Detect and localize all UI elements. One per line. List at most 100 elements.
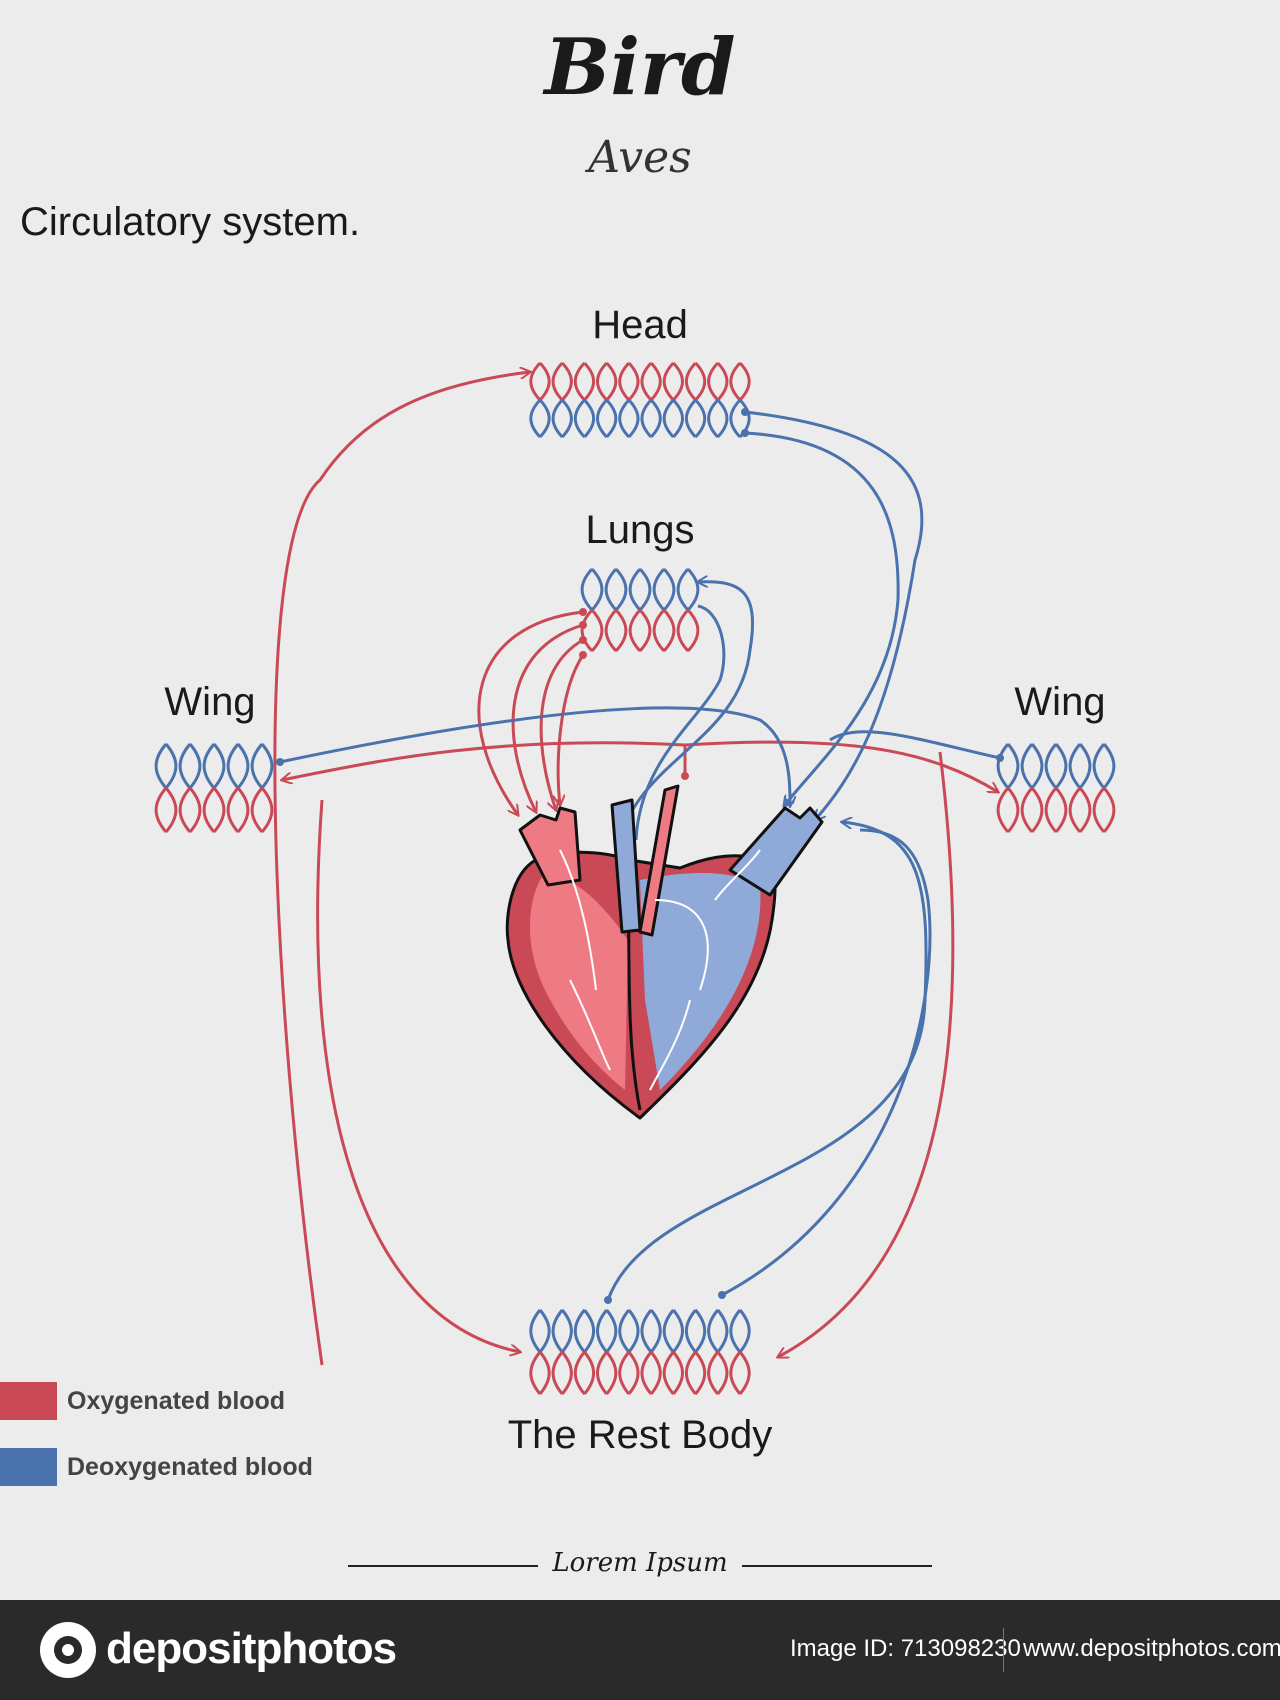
capillary-strand	[672, 361, 684, 402]
capillary-strand	[212, 743, 226, 789]
capillary-strand	[628, 608, 642, 653]
capillary-strand	[188, 743, 202, 789]
capillary-strand	[684, 1351, 697, 1395]
capillary-strand	[561, 361, 573, 402]
capillary-strand	[729, 1309, 742, 1353]
capillary-strand	[716, 1351, 729, 1395]
capillary-strand	[573, 361, 586, 402]
capillary-strand	[529, 1351, 542, 1395]
capillary-strand	[236, 787, 250, 833]
capillary-strand	[164, 787, 178, 833]
capillary-strand	[614, 608, 628, 653]
label-wing-left: Wing	[164, 680, 256, 724]
capillary-strand	[672, 1351, 684, 1395]
capillary-strand	[638, 608, 652, 653]
capillary-strand	[538, 361, 551, 402]
capillary-strand	[590, 567, 604, 612]
artery-to-right-wing	[684, 740, 998, 792]
capillary-strand	[1068, 743, 1082, 789]
capillary-strand	[729, 398, 742, 439]
legend-deoxygenated: Deoxygenated blood	[0, 1447, 313, 1487]
artery-to-body-right	[778, 751, 955, 1357]
legend-label-oxygenated: Oxygenated blood	[67, 1386, 286, 1415]
capillary-strand	[649, 398, 662, 439]
footer-line-left	[348, 1565, 538, 1567]
capillary-strand	[1092, 787, 1106, 833]
label-wing-right: Wing	[1014, 680, 1106, 724]
pulmonary-vein-3	[539, 638, 584, 810]
vein-from-head	[744, 410, 924, 820]
capillary-strand	[614, 567, 628, 612]
legend-oxygenated: Oxygenated blood	[0, 1381, 285, 1421]
aorta	[518, 806, 582, 887]
capillary-strand	[226, 743, 240, 789]
left-wing-capillaries	[154, 743, 274, 833]
watermark-bar: depositphotos Image ID: 713098230 www.de…	[0, 1600, 1280, 1700]
capillary-strand	[236, 743, 250, 789]
capillary-strand	[1102, 787, 1116, 833]
capillary-strand	[694, 361, 707, 402]
pulmonary-artery-2	[634, 604, 726, 841]
capillary-strand	[652, 608, 666, 653]
artery-to-body-left	[316, 799, 520, 1352]
right-wing-capillaries	[996, 743, 1116, 833]
capillary-strand	[1068, 787, 1082, 833]
capillary-strand	[596, 1351, 608, 1395]
capillary-strand	[538, 1309, 551, 1353]
footer-line-right	[742, 1565, 932, 1567]
capillary-strand	[627, 361, 640, 402]
capillary-strand	[583, 1351, 596, 1395]
head-capillaries	[529, 361, 751, 439]
capillary-strand	[662, 1351, 675, 1395]
capillary-strand	[640, 1309, 653, 1353]
capillary-strand	[676, 567, 690, 612]
capillary-strand	[662, 1309, 675, 1353]
capillary-strand	[996, 787, 1010, 833]
capillary-strand	[1006, 743, 1020, 789]
capillary-strand	[573, 1309, 586, 1353]
arch	[638, 784, 680, 937]
capillary-strand	[627, 398, 640, 439]
capillary-strand	[580, 608, 594, 653]
capillary-strand	[1030, 787, 1044, 833]
artery-to-left-wing	[282, 741, 687, 780]
capillary-strand	[604, 567, 618, 612]
capillary-strand	[649, 361, 662, 402]
capillary-strand	[154, 787, 168, 833]
capillary-strand	[716, 361, 729, 402]
capillary-strand	[573, 398, 586, 439]
capillary-strand	[596, 1309, 608, 1353]
legend-swatch-deoxygenated	[0, 1448, 57, 1486]
body-capillaries	[529, 1309, 751, 1395]
capillary-strand	[1092, 743, 1106, 789]
capillary-strand	[684, 398, 697, 439]
capillary-strand	[684, 1309, 697, 1353]
capillary-strand	[573, 1351, 586, 1395]
capillary-strand	[538, 398, 551, 439]
capillary-strand	[694, 1351, 707, 1395]
capillary-strand	[1020, 743, 1034, 789]
capillary-strand	[188, 787, 202, 833]
vein-from-head-2	[744, 431, 900, 806]
capillary-strand	[551, 1309, 564, 1353]
heart-illustration	[505, 784, 824, 1120]
label-rest-body: The Rest Body	[507, 1413, 773, 1457]
camera-logo-icon	[40, 1622, 96, 1678]
vein-from-body-2	[721, 828, 932, 1297]
capillary-strand	[226, 787, 240, 833]
capillary-strand	[707, 361, 719, 402]
vein-from-left-wing	[279, 706, 790, 806]
capillary-strand	[260, 787, 274, 833]
capillary-strand	[1054, 787, 1068, 833]
capillary-strand	[605, 1309, 618, 1353]
capillary-strand	[716, 398, 729, 439]
capillary-strand	[1078, 743, 1092, 789]
capillary-strand	[590, 608, 604, 653]
capillary-strand	[627, 1309, 640, 1353]
label-lungs: Lungs	[585, 508, 695, 552]
capillary-strand	[605, 361, 618, 402]
label-head: Head	[592, 303, 688, 347]
capillary-strand	[538, 1351, 551, 1395]
capillary-strand	[1054, 743, 1068, 789]
capillary-strand	[583, 398, 596, 439]
